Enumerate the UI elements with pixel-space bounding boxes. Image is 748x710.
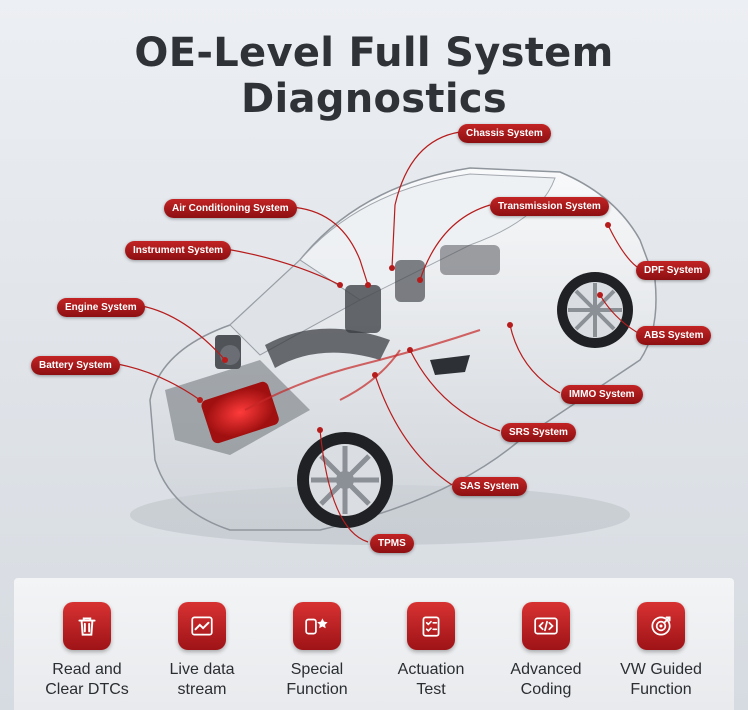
feature-advanced-coding: Advanced Coding [491, 602, 601, 700]
label-abs-system: ABS System [636, 326, 712, 345]
features-bar: Read and Clear DTCs Live data stream Spe… [14, 578, 734, 710]
label-chassis-system: Chassis System [458, 124, 551, 143]
feature-label-line1: Read and [52, 661, 122, 678]
checklist-icon [407, 602, 455, 650]
feature-label-line1: Live data [169, 661, 235, 678]
feature-read-clear-dtcs: Read and Clear DTCs [32, 602, 142, 700]
label-immo-system: IMMO System [561, 385, 643, 404]
feature-label-line2: Test [416, 681, 446, 698]
feature-label-line1: Special [290, 661, 344, 678]
label-transmission-system: Transmission System [490, 197, 609, 216]
label-engine-system: Engine System [57, 298, 145, 317]
feature-label-line2: stream [177, 681, 227, 698]
feature-label-line2: Function [286, 681, 348, 698]
feature-label-line1: Actuation [397, 661, 465, 678]
trash-icon [63, 602, 111, 650]
chart-icon [178, 602, 226, 650]
label-sas-system: SAS System [452, 477, 527, 496]
label-dpf-system: DPF System [636, 261, 711, 280]
target-icon [637, 602, 685, 650]
feature-vw-guided-function: VW Guided Function [606, 602, 716, 700]
feature-special-function: Special Function [262, 602, 372, 700]
feature-label-line2: Function [630, 681, 692, 698]
label-tpms: TPMS [370, 534, 414, 553]
feature-actuation-test: Actuation Test [376, 602, 486, 700]
label-battery-system: Battery System [31, 356, 120, 375]
feature-label-line1: VW Guided [620, 661, 702, 678]
star-tools-icon [293, 602, 341, 650]
label-srs-system: SRS System [501, 423, 576, 442]
feature-label-line1: Advanced [510, 661, 582, 678]
car-diagram: Chassis System Air Conditioning System T… [0, 110, 748, 570]
feature-label-line2: Coding [520, 681, 572, 698]
page-title: OE-Level Full System Diagnostics [134, 30, 614, 122]
code-icon [522, 602, 570, 650]
feature-live-data-stream: Live data stream [147, 602, 257, 700]
label-instrument-system: Instrument System [125, 241, 232, 260]
feature-label-line2: Clear DTCs [45, 681, 129, 698]
label-air-conditioning-system: Air Conditioning System [164, 199, 297, 218]
car-illustration [116, 131, 657, 545]
